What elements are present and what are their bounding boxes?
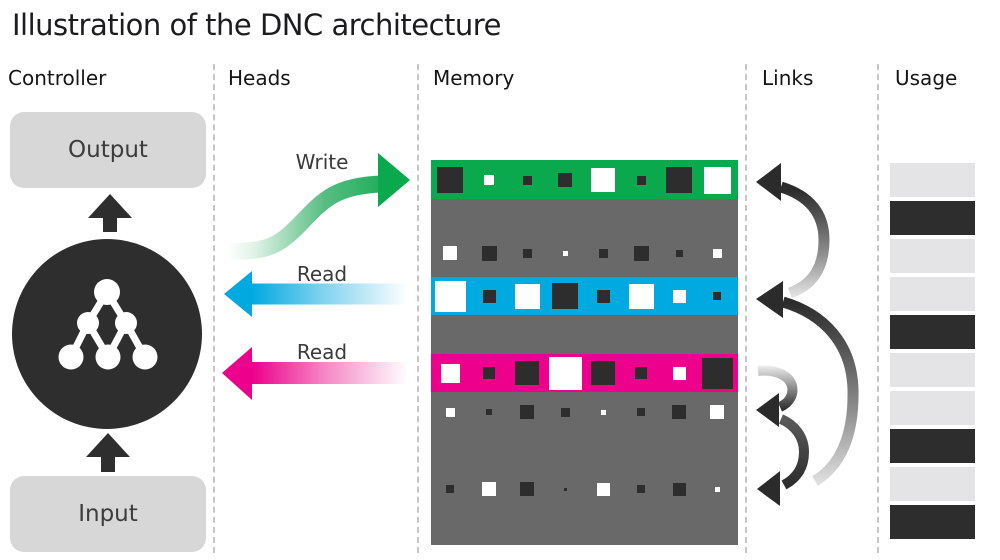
memory-cell bbox=[548, 356, 582, 390]
usage-cell-dark bbox=[890, 505, 975, 539]
usage-cell-light bbox=[890, 391, 975, 425]
memory-cell bbox=[672, 405, 686, 419]
memory-cell bbox=[514, 283, 540, 309]
memory-cell bbox=[481, 245, 497, 261]
output-arrow-icon bbox=[88, 194, 132, 232]
memory-cell bbox=[633, 245, 649, 261]
memory-cell bbox=[713, 292, 721, 300]
link-arrow-bottom-to-blue bbox=[756, 281, 859, 486]
memory-cell bbox=[482, 289, 496, 303]
section-header-heads: Heads bbox=[228, 66, 291, 90]
read-weighting-2-band bbox=[431, 354, 738, 392]
link-arrow-row5-to-row6 bbox=[757, 414, 810, 506]
usage-cell-light bbox=[890, 467, 975, 501]
memory-cell bbox=[520, 482, 534, 496]
memory-cell bbox=[515, 361, 539, 385]
memory-cell bbox=[712, 248, 722, 258]
memory-grid bbox=[431, 160, 738, 545]
memory-cell bbox=[484, 175, 494, 185]
memory-cell bbox=[446, 485, 454, 493]
memory-cell bbox=[637, 408, 645, 416]
usage-bar bbox=[890, 163, 975, 539]
memory-cell bbox=[596, 289, 610, 303]
memory-cell bbox=[522, 248, 532, 258]
memory-cell bbox=[598, 248, 608, 258]
read-arrow-bottom bbox=[222, 347, 408, 400]
memory-cell bbox=[440, 363, 460, 383]
usage-cell-light bbox=[890, 277, 975, 311]
memory-cell bbox=[445, 407, 455, 417]
section-header-memory: Memory bbox=[433, 66, 515, 90]
memory-cell bbox=[636, 175, 646, 185]
memory-cell bbox=[672, 366, 686, 380]
memory-cell bbox=[522, 175, 532, 185]
memory-cell bbox=[591, 361, 615, 385]
divider-controller-heads bbox=[213, 64, 215, 553]
read-weighting-1-band bbox=[431, 277, 738, 315]
usage-cell-dark bbox=[890, 201, 975, 235]
usage-cell-light bbox=[890, 163, 975, 197]
memory-cell bbox=[560, 407, 570, 417]
read-arrow-top-label: Read bbox=[296, 262, 348, 286]
memory-cell bbox=[563, 487, 567, 491]
memory-cell bbox=[672, 289, 686, 303]
input-box: Input bbox=[10, 476, 206, 552]
input-box-label: Input bbox=[78, 501, 138, 527]
memory-cell bbox=[701, 357, 733, 389]
usage-cell-light bbox=[890, 239, 975, 273]
usage-cell-dark bbox=[890, 315, 975, 349]
memory-cell bbox=[486, 409, 492, 415]
memory-cell bbox=[562, 250, 568, 256]
heads-graphics bbox=[222, 153, 410, 400]
memory-cell bbox=[482, 482, 496, 496]
controller-circle bbox=[12, 239, 202, 429]
memory-cell bbox=[710, 405, 724, 419]
memory-cell bbox=[628, 283, 654, 309]
link-arrow-blue-to-green bbox=[756, 163, 830, 299]
write-arrow-label: Write bbox=[295, 150, 349, 174]
memory-cell bbox=[443, 246, 457, 260]
section-header-links: Links bbox=[762, 66, 814, 90]
memory-cell bbox=[483, 367, 495, 379]
page-title: Illustration of the DNC architecture bbox=[12, 8, 501, 42]
memory-cell bbox=[675, 249, 683, 257]
input-arrow-icon bbox=[86, 433, 130, 472]
divider-memory-links bbox=[745, 64, 747, 553]
memory-cell bbox=[591, 168, 615, 192]
section-header-usage: Usage bbox=[895, 66, 958, 90]
read-arrow-top bbox=[224, 271, 408, 317]
output-box: Output bbox=[10, 112, 206, 188]
divider-heads-memory bbox=[417, 64, 419, 553]
memory-cell bbox=[434, 280, 466, 312]
memory-cell bbox=[558, 173, 572, 187]
memory-cell bbox=[703, 166, 731, 194]
write-arrow bbox=[227, 153, 410, 260]
links-graphics bbox=[756, 163, 859, 506]
memory-cell bbox=[666, 167, 692, 193]
usage-cell-light bbox=[890, 353, 975, 387]
section-header-controller: Controller bbox=[8, 66, 107, 90]
memory-cell bbox=[637, 485, 645, 493]
output-box-label: Output bbox=[68, 137, 148, 163]
memory-cell bbox=[714, 486, 720, 492]
memory-cell bbox=[635, 367, 647, 379]
neural-network-icon bbox=[58, 279, 158, 370]
divider-links-usage bbox=[877, 64, 879, 553]
usage-cell-dark bbox=[890, 429, 975, 463]
memory-cell bbox=[672, 482, 686, 496]
memory-cell bbox=[596, 482, 610, 496]
memory-cell bbox=[552, 283, 578, 309]
read-arrow-bottom-label: Read bbox=[296, 340, 348, 364]
memory-cell bbox=[520, 405, 534, 419]
link-arrow-magenta-to-row5 bbox=[756, 365, 798, 427]
memory-cell bbox=[437, 167, 463, 193]
controller-graphics bbox=[12, 194, 202, 472]
memory-cell bbox=[600, 409, 606, 415]
